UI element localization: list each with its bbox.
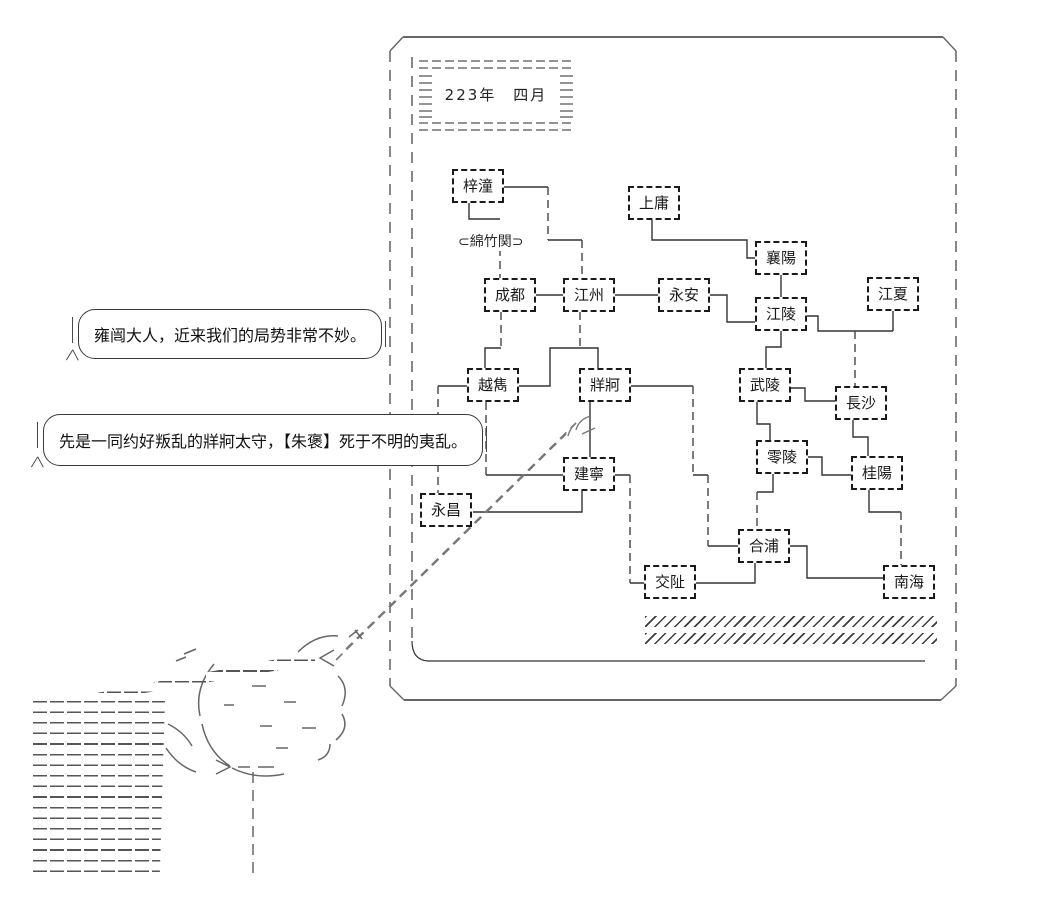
mianzhu-pass-label: ⊂綿竹関⊃ — [456, 231, 526, 251]
date-banner-text: 223年 四月 — [444, 86, 548, 104]
city-box-jiaozhi: 交阯 — [644, 565, 696, 599]
city-box-jianning: 建寧 — [563, 457, 615, 491]
coast-hatching-row-1 — [645, 616, 937, 627]
city-box-yongan: 永安 — [658, 278, 710, 312]
city-box-zitong: 梓潼 — [452, 169, 504, 203]
city-box-guiyang: 桂陽 — [851, 456, 903, 490]
city-box-yuexi: 越雋 — [467, 368, 519, 402]
sleeve-hatching-main — [30, 699, 165, 881]
city-box-wuling: 武陵 — [739, 368, 791, 402]
city-box-lingling: 零陵 — [756, 440, 808, 474]
city-box-changsha: 長沙 — [835, 386, 887, 420]
city-box-jiangling: 江陵 — [755, 297, 807, 331]
speech-bubble-1: 雍闿大人，近来我们的局势非常不妙。 — [65, 309, 387, 361]
city-box-jiangzhou: 江州 — [563, 278, 615, 312]
bubble-tail-cross2 — [72, 349, 79, 361]
bubble-edge-double — [486, 426, 488, 452]
coast-hatching-row-2 — [645, 633, 937, 644]
city-box-shangyong: 上庸 — [628, 186, 680, 220]
city-box-jiangxia: 江夏 — [867, 277, 919, 311]
sleeve-hatching-upper — [70, 652, 315, 702]
bubble-tail-cross2 — [37, 456, 44, 468]
bubble-tail — [72, 317, 73, 343]
city-box-yongchang: 永昌 — [420, 493, 472, 527]
speech-bubble-1-text: 雍闿大人，近来我们的局势非常不妙。 — [94, 326, 367, 345]
bubble-edge-double — [385, 321, 387, 347]
city-box-xiangyang: 襄陽 — [755, 241, 807, 275]
bubble-tail — [37, 422, 38, 448]
city-box-chengdu: 成都 — [484, 278, 536, 312]
city-box-hepu: 合浦 — [738, 529, 790, 563]
city-box-nanhai: 南海 — [883, 565, 935, 599]
city-box-zangke: 牂牁 — [579, 368, 631, 402]
speech-bubble-2: 先是一同约好叛乱的牂牁太守，【朱褒】死于不明的夷乱。 — [30, 414, 488, 468]
speech-bubble-2-text: 先是一同约好叛乱的牂牁太守，【朱褒】死于不明的夷乱。 — [59, 432, 468, 451]
